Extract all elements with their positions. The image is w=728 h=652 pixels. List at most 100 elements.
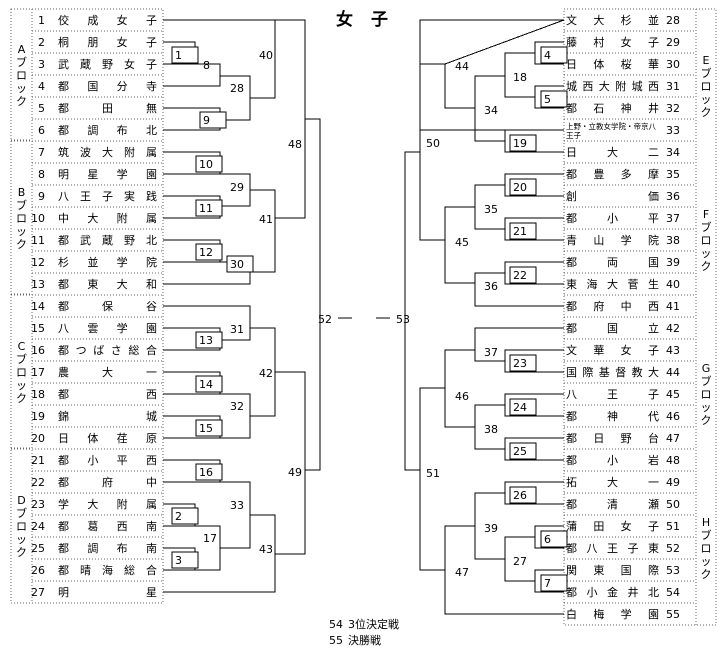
team-name: 八 王 子 実 践 <box>58 189 158 203</box>
team-name: 都 晴 海 総 合 <box>58 563 158 577</box>
team-number: 7 <box>38 146 45 159</box>
team-number: 9 <box>38 190 45 203</box>
bracket-line <box>504 52 535 98</box>
match-box <box>540 46 568 64</box>
team-number: 41 <box>666 300 680 313</box>
bracket-line <box>404 151 420 471</box>
footer-match-label: 決勝戦 <box>348 633 381 647</box>
match-box <box>509 222 537 240</box>
team-number: 21 <box>31 454 45 467</box>
match-number: 5 <box>544 93 551 106</box>
match-box <box>509 266 537 284</box>
team-number: 40 <box>666 278 680 291</box>
match-box <box>195 331 223 349</box>
team-name: 都 調 布 南 <box>58 541 158 555</box>
bracket-line <box>419 387 445 571</box>
team-name: 都 小 平 西 <box>58 454 158 467</box>
match-number: 33 <box>230 499 244 512</box>
team-name: 都 葛 西 南 <box>58 520 158 533</box>
match-box <box>509 398 537 416</box>
team-number: 15 <box>31 322 45 335</box>
team-name: 明 星 <box>58 586 158 599</box>
match-number: 13 <box>199 334 213 347</box>
team-name: 都 清 瀬 <box>566 497 660 511</box>
match-number: 15 <box>199 422 213 435</box>
bracket-line <box>444 349 475 428</box>
match-number: 10 <box>199 158 213 171</box>
match-number: 24 <box>513 401 527 414</box>
team-name: 文 大 杉 並 <box>566 13 660 27</box>
match-number: 25 <box>513 445 527 458</box>
match-number: 38 <box>484 423 498 436</box>
team-name: 都 府 中 西 <box>566 299 660 313</box>
team-number: 35 <box>666 168 680 181</box>
match-box <box>195 199 223 217</box>
team-name: 佼 成 女 子 <box>58 13 158 27</box>
match-number: 11 <box>199 202 213 215</box>
team-number: 46 <box>666 410 680 423</box>
team-number: 11 <box>31 234 45 247</box>
team-name: 武 蔵 野 女 子 <box>58 57 158 71</box>
team-name: 都 保 谷 <box>58 299 158 313</box>
bracket-line <box>275 371 306 555</box>
match-box <box>171 507 199 525</box>
match-number: 4 <box>544 49 551 62</box>
match-number: 21 <box>513 225 527 238</box>
team-number: 2 <box>38 36 45 49</box>
match-number: 2 <box>175 510 182 523</box>
team-number: 12 <box>31 256 45 269</box>
team-name: 創 価 <box>566 189 660 203</box>
match-number: 22 <box>513 269 527 282</box>
team-name: 関 東 国 際 <box>566 564 660 577</box>
match-box <box>195 463 223 481</box>
match-number: 40 <box>259 49 273 62</box>
team-name: 城西大附城西 <box>566 79 660 93</box>
match-number: 48 <box>288 138 302 151</box>
team-name: 都 石 神 井 <box>566 101 660 115</box>
team-name: 蒲 田 女 子 <box>566 519 660 533</box>
team-name: 桐 朋 女 子 <box>58 35 158 49</box>
match-number: 32 <box>230 400 244 413</box>
team-name: 明 星 学 園 <box>58 167 158 181</box>
match-number: 42 <box>259 367 273 380</box>
match-number: 12 <box>199 246 213 259</box>
team-number: 52 <box>666 542 680 555</box>
team-number: 44 <box>666 366 680 379</box>
bracket-line <box>163 63 221 87</box>
match-number: 34 <box>484 104 498 117</box>
match-box <box>540 530 568 548</box>
team-number: 51 <box>666 520 680 533</box>
bracket-line <box>474 327 564 362</box>
team-number: 38 <box>666 234 680 247</box>
match-number: 30 <box>230 258 244 271</box>
team-name: 東 海 大 菅 生 <box>566 277 660 291</box>
team-name: 都 小 岩 <box>566 453 660 467</box>
team-name: 杉 並 学 院 <box>58 255 158 269</box>
team-number: 10 <box>31 212 45 225</box>
match-number: 7 <box>544 577 551 590</box>
team-number: 3 <box>38 58 45 71</box>
team-name: 都 八 王 子 東 <box>566 542 660 555</box>
match-box <box>195 419 223 437</box>
page-title: 女 子 <box>336 9 394 30</box>
left-frame <box>10 8 164 604</box>
match-number: 3 <box>175 554 182 567</box>
team-number: 24 <box>31 520 45 533</box>
team-name: 都 豊 多 摩 <box>566 167 660 181</box>
team-number: 31 <box>666 80 680 93</box>
match-number: 16 <box>199 466 213 479</box>
team-number: 26 <box>31 564 45 577</box>
team-name: 上野・立教女学院・帝京八王子 <box>566 121 656 140</box>
team-name: 学 大 附 属 <box>58 497 158 511</box>
bracket-line <box>275 19 306 219</box>
match-number: 19 <box>513 137 527 150</box>
team-name: 都 小 平 <box>566 212 660 225</box>
match-number: 6 <box>544 533 551 546</box>
team-name: 農 大 一 <box>58 365 158 379</box>
